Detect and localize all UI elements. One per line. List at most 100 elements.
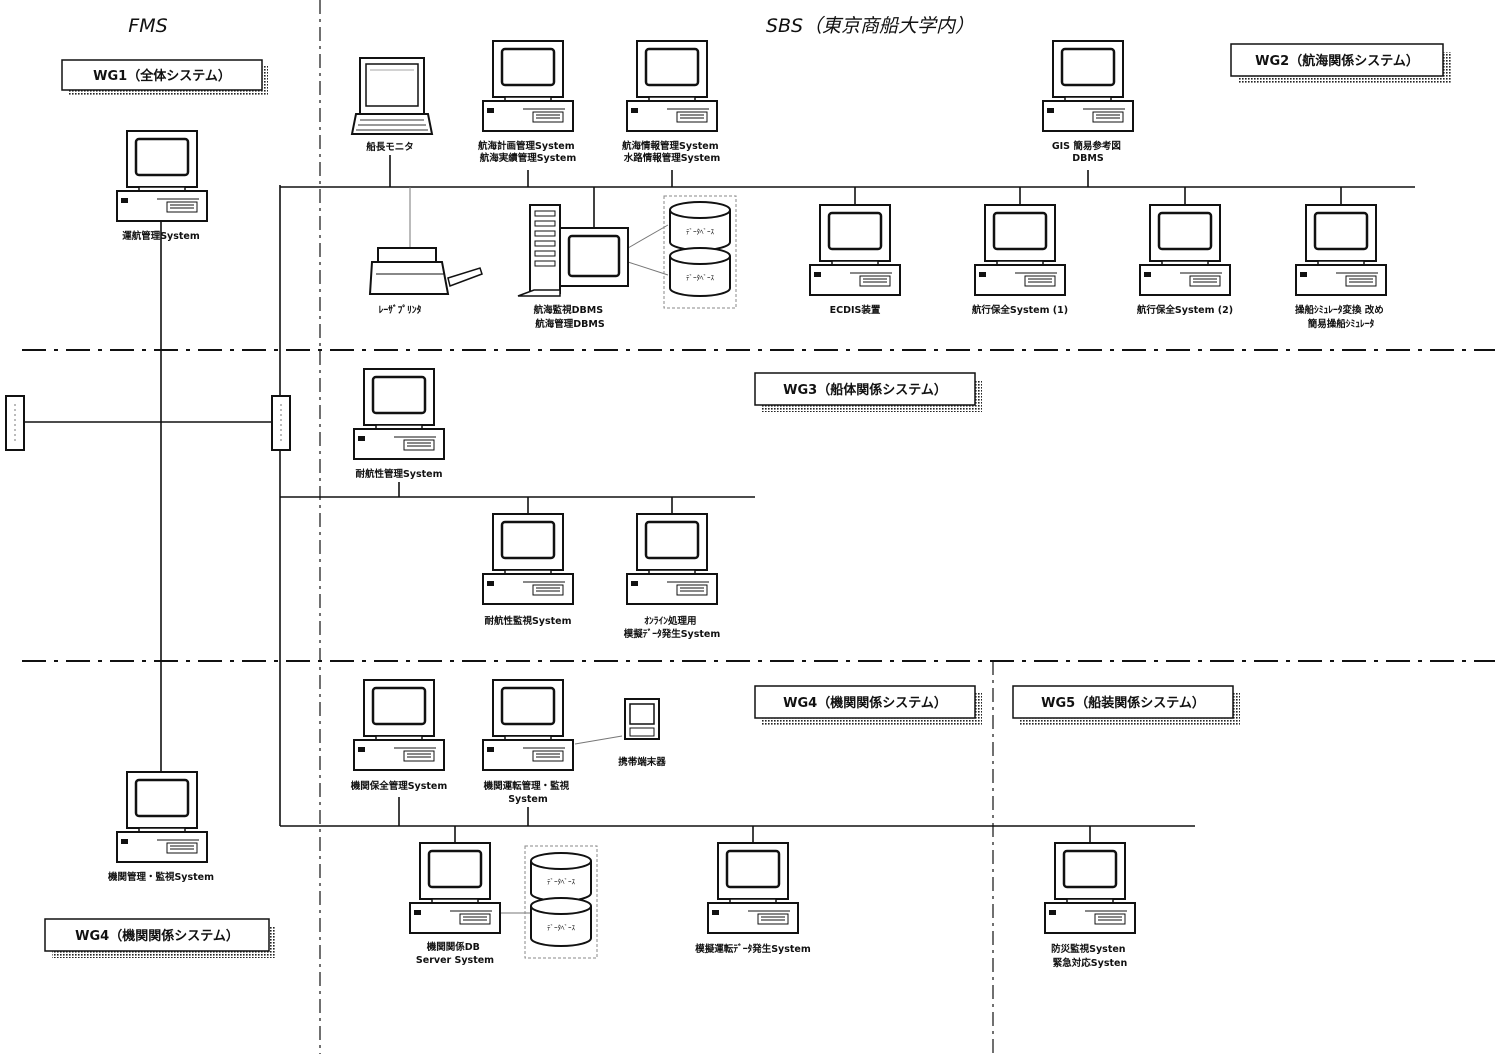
desktop-computer-icon: [625, 512, 719, 606]
wg1-label-box: WG1（全体システム）: [61, 59, 268, 96]
wg4-sbs-label: WG4（機関関係システム）: [783, 695, 947, 711]
svg-text:耐航性監視System: 耐航性監視System: [484, 615, 571, 627]
node-unkou-line1: 運航管理System: [122, 230, 200, 242]
svg-text:機関運転管理・監視 System: 機関運転管理・監視 System: [484, 780, 573, 805]
svg-text:機関管理・監視System: 機関管理・監視System: [108, 871, 214, 883]
desktop-computer-icon: [808, 203, 902, 297]
svg-text:航行保全System (1): 航行保全System (1): [972, 304, 1068, 316]
node-gis-line1: GIS 簡易参考図: [1052, 140, 1121, 152]
wg5-label: WG5（船装関係システム）: [1041, 695, 1205, 711]
wg4-database: ﾃﾞｰﾀﾍﾞｰｽ ﾃﾞｰﾀﾍﾞｰｽ: [530, 852, 592, 947]
wg4-fms-label-box: WG4（機関関係システム）: [44, 918, 276, 958]
database-icon: [530, 852, 592, 902]
node-sim-line1: 操船ｼﾐｭﾚｰﾀ変換 改め: [1295, 304, 1384, 316]
node-ecdis-line1: ECDIS装置: [830, 304, 881, 316]
node-kouinfo-line2: 水路情報管理System: [624, 152, 721, 164]
desktop-computer-icon: [625, 39, 719, 133]
node-kikan-db-server: 機関関係DB Server System: [408, 841, 502, 966]
wg3-label-box: WG3（船体関係システム）: [754, 372, 982, 412]
node-kikandb-line1: 機関関係DB: [427, 941, 480, 953]
node-mogi-line1: 模擬運転ﾃﾞｰﾀ発生System: [695, 943, 811, 955]
wg2-database-frame: [663, 195, 737, 309]
node-koukou-hozen-2: 航行保全System (2): [1137, 203, 1233, 316]
node-gis-dbms: GIS 簡易参考図 DBMS: [1041, 39, 1135, 164]
handheld-terminal-icon: [624, 698, 660, 740]
desktop-computer-icon: [706, 841, 800, 935]
desktop-computer-icon: [1294, 203, 1388, 297]
wg2-label: WG2（航海関係システム）: [1255, 53, 1419, 69]
node-keitai-tanmatsu: 携帯端末器: [618, 698, 666, 768]
node-kouseki-line1: 航海計画管理System: [478, 140, 575, 152]
node-bousai-kansi: 防災監視Systen 緊急対応Systen: [1043, 841, 1137, 969]
desktop-computer-icon: [973, 203, 1067, 297]
node-captain-line1: 船長モニタ: [366, 141, 414, 153]
svg-text:操船ｼﾐｭﾚｰﾀ変換 改め 簡易操船ｼﾐｭﾚｰﾀ: 操船ｼﾐｭﾚｰﾀ変換 改め 簡易操船ｼﾐｭﾚｰﾀ: [1295, 304, 1387, 330]
svg-text:航海情報管理System 水路情報管理Syste: 航海情報管理System 水路情報管理System: [622, 140, 722, 164]
node-kikan-unten: 機関運転管理・監視 System: [481, 678, 575, 805]
node-koukai-jouhou: 航海情報管理System 水路情報管理System: [622, 39, 722, 164]
node-online-line1: ｵﾝﾗｲﾝ処理用: [644, 615, 696, 627]
svg-text:ｵﾝﾗｲﾝ処理用 模擬ﾃﾞｰﾀ発生System: ｵﾝﾗｲﾝ処理用 模擬ﾃﾞｰﾀ発生System: [624, 615, 721, 640]
node-taikou-kansi-line1: 耐航性監視System: [484, 615, 571, 627]
svg-text:携帯端末器: 携帯端末器: [618, 756, 666, 768]
network-lines: [24, 155, 1415, 842]
node-unten-line2: System: [508, 794, 548, 805]
svg-text:航海計画管理System 航海実績管理Syste: 航海計画管理System 航海実績管理System: [478, 140, 578, 164]
node-unten-line1: 機関運転管理・監視: [484, 780, 570, 792]
node-kikan-kanri-fms: 機関管理・監視System: [108, 770, 214, 883]
desktop-computer-icon: [352, 678, 446, 772]
node-gis-line2: DBMS: [1072, 153, 1104, 164]
hub-connector-right: [271, 395, 291, 451]
node-hoan1-line1: 航行保全System (1): [972, 304, 1068, 316]
desktop-computer-icon: [481, 39, 575, 133]
node-hozen-line1: 機関保全管理System: [351, 780, 448, 792]
desktop-computer-icon: [481, 678, 575, 772]
node-captain-monitor: 船長モニタ: [351, 57, 433, 153]
svg-text:航行保全System (2): 航行保全System (2): [1137, 304, 1233, 316]
zone-separators: [22, 0, 1495, 1054]
hub-connector-left: [5, 395, 25, 451]
svg-text:航海監視DBMS 航海管理DBMS: 航海監視DBMS 航海管理DBMS: [534, 304, 607, 330]
desktop-computer-icon: [115, 770, 209, 864]
desktop-computer-icon: [1138, 203, 1232, 297]
node-unkou-kanri: 運航管理System: [115, 129, 209, 242]
svg-text:機関保全管理System: 機関保全管理System: [351, 780, 448, 792]
wg2-db-label-1: ﾃﾞｰﾀﾍﾞｰｽ: [686, 228, 714, 236]
node-kikandb-line2: Server System: [416, 955, 494, 966]
node-kansi-line2: 航海管理DBMS: [535, 318, 605, 330]
node-sousen-simulator: 操船ｼﾐｭﾚｰﾀ変換 改め 簡易操船ｼﾐｭﾚｰﾀ: [1294, 203, 1388, 330]
wg2-database: ﾃﾞｰﾀﾍﾞｰｽ ﾃﾞｰﾀﾍﾞｰｽ: [669, 201, 731, 297]
node-hoan2-line1: 航行保全System (2): [1137, 304, 1233, 316]
wg4-db-label-2: ﾃﾞｰﾀﾍﾞｰｽ: [547, 924, 575, 932]
svg-text:耐航性管理System: 耐航性管理System: [355, 468, 442, 480]
node-taikou-kansi: 耐航性監視System: [481, 512, 575, 627]
node-koukai-kansi-dbms: 航海監視DBMS 航海管理DBMS: [517, 204, 629, 330]
svg-text:運航管理System: 運航管理System: [122, 230, 200, 242]
wg2-db-label-2: ﾃﾞｰﾀﾍﾞｰｽ: [686, 274, 714, 282]
wg3-label: WG3（船体関係システム）: [783, 382, 947, 398]
wg4-fms-label: WG4（機関関係システム）: [75, 928, 239, 944]
node-printer-line1: ﾚｰｻﾞﾌﾟﾘﾝﾀ: [379, 304, 422, 316]
node-laser-printer: ﾚｰｻﾞﾌﾟﾘﾝﾀ: [369, 247, 483, 316]
desktop-computer-icon: [481, 512, 575, 606]
node-kansi-line1: 航海監視DBMS: [534, 304, 604, 316]
node-kikan-hozen: 機関保全管理System: [351, 678, 448, 792]
wg2-label-box: WG2（航海関係システム）: [1230, 43, 1451, 84]
svg-text:機関関係DB Server System: 機関関係DB Server System: [416, 941, 494, 966]
desktop-computer-icon: [408, 841, 502, 935]
node-koukou-hozen-1: 航行保全System (1): [972, 203, 1068, 316]
node-kouinfo-line1: 航海情報管理System: [622, 140, 719, 152]
node-sim-line2: 簡易操船ｼﾐｭﾚｰﾀ: [1308, 318, 1375, 330]
laptop-icon: [351, 57, 433, 135]
node-kikan-fms-line1: 機関管理・監視System: [108, 871, 214, 883]
node-koukai-keikaku: 航海計画管理System 航海実績管理System: [478, 39, 578, 164]
node-taikou-kanri-line1: 耐航性管理System: [355, 468, 442, 480]
node-mogi-unten: 模擬運転ﾃﾞｰﾀ発生System: [695, 841, 811, 955]
svg-text:模擬運転ﾃﾞｰﾀ発生System: 模擬運転ﾃﾞｰﾀ発生System: [695, 943, 811, 955]
wg1-label: WG1（全体システム）: [93, 68, 231, 84]
database-icon: [530, 897, 592, 947]
tower-server-icon: [529, 204, 561, 294]
auxiliary-links: [409, 187, 669, 914]
svg-text:防災監視Systen 緊急対応Systen: 防災監視Systen 緊急対応Systen: [1051, 943, 1129, 969]
